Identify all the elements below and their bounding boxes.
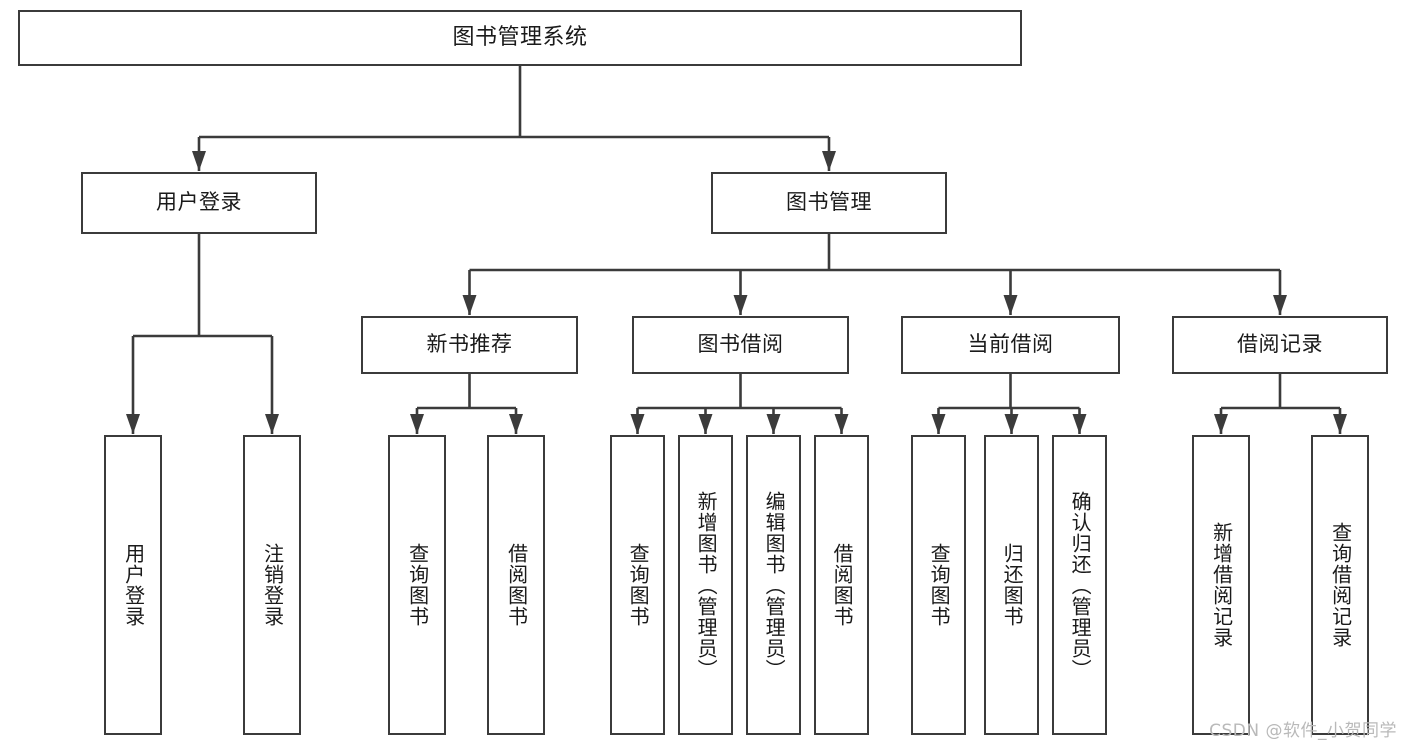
node-leaf_br_add[interactable]: 新增借阅记录 xyxy=(1192,435,1250,735)
arrow-head-icon xyxy=(733,295,748,315)
node-leaf_nb_borrow[interactable]: 借阅图书 xyxy=(487,435,545,735)
arrow-head-icon xyxy=(931,414,946,434)
node-label: 新书推荐 xyxy=(426,332,513,357)
node-book_mgmt[interactable]: 图书管理 xyxy=(711,172,947,234)
node-label: 图书管理系统 xyxy=(452,24,588,50)
node-label: 查询图书 xyxy=(927,543,952,627)
node-label: 新增图书（管理员） xyxy=(694,490,719,680)
arrow-head-icon xyxy=(1273,295,1287,315)
node-label: 查询图书 xyxy=(405,543,430,627)
node-root[interactable]: 图书管理系统 xyxy=(18,10,1022,66)
node-leaf_bb_edit[interactable]: 编辑图书（管理员） xyxy=(746,435,801,735)
arrow-head-icon xyxy=(192,151,206,171)
arrow-head-icon xyxy=(1004,414,1019,434)
node-label: 新增借阅记录 xyxy=(1209,522,1234,648)
node-label: 图书管理 xyxy=(786,190,872,215)
arrow-head-icon xyxy=(509,414,523,434)
node-leaf_user_login[interactable]: 用户登录 xyxy=(104,435,162,735)
node-label: 注销登录 xyxy=(260,543,285,627)
node-label: 编辑图书（管理员） xyxy=(762,490,787,680)
node-label: 归还图书 xyxy=(1000,543,1025,627)
node-leaf_br_query[interactable]: 查询借阅记录 xyxy=(1311,435,1369,735)
node-borrow_record[interactable]: 借阅记录 xyxy=(1172,316,1388,374)
node-leaf_nb_query[interactable]: 查询图书 xyxy=(388,435,446,735)
node-leaf_bb_query[interactable]: 查询图书 xyxy=(610,435,665,735)
arrow-head-icon xyxy=(265,414,279,434)
node-label: 确认归还（管理员） xyxy=(1068,490,1093,680)
arrow-head-icon xyxy=(126,414,140,434)
arrow-head-icon xyxy=(1214,414,1228,434)
arrow-head-icon xyxy=(1072,414,1087,434)
arrow-head-icon xyxy=(766,414,781,434)
node-leaf_logout[interactable]: 注销登录 xyxy=(243,435,301,735)
node-label: 查询图书 xyxy=(626,543,651,627)
arrow-head-icon xyxy=(462,295,477,315)
node-leaf_cb_query[interactable]: 查询图书 xyxy=(911,435,966,735)
node-leaf_bb_borrow[interactable]: 借阅图书 xyxy=(814,435,869,735)
node-label: 当前借阅 xyxy=(967,332,1054,357)
node-label: 图书借阅 xyxy=(697,332,784,357)
node-book_borrow[interactable]: 图书借阅 xyxy=(632,316,849,374)
node-label: 借阅图书 xyxy=(830,543,855,627)
node-label: 用户登录 xyxy=(156,190,242,215)
node-label: 借阅图书 xyxy=(504,543,529,627)
node-label: 借阅记录 xyxy=(1237,332,1323,357)
arrow-head-icon xyxy=(822,151,836,171)
node-current_borrow[interactable]: 当前借阅 xyxy=(901,316,1120,374)
node-leaf_bb_add[interactable]: 新增图书（管理员） xyxy=(678,435,733,735)
node-label: 查询借阅记录 xyxy=(1328,522,1353,648)
arrow-head-icon xyxy=(410,414,424,434)
arrow-head-icon xyxy=(1333,414,1347,434)
node-leaf_cb_confirm[interactable]: 确认归还（管理员） xyxy=(1052,435,1107,735)
node-label: 用户登录 xyxy=(121,543,146,627)
node-leaf_cb_return[interactable]: 归还图书 xyxy=(984,435,1039,735)
watermark: CSDN @软件_小贺同学 xyxy=(1209,721,1397,741)
arrow-head-icon xyxy=(834,414,849,434)
arrow-head-icon xyxy=(698,414,713,434)
arrow-head-icon xyxy=(630,414,645,434)
node-user_login[interactable]: 用户登录 xyxy=(81,172,317,234)
node-new_book_rec[interactable]: 新书推荐 xyxy=(361,316,578,374)
arrow-head-icon xyxy=(1003,295,1018,315)
